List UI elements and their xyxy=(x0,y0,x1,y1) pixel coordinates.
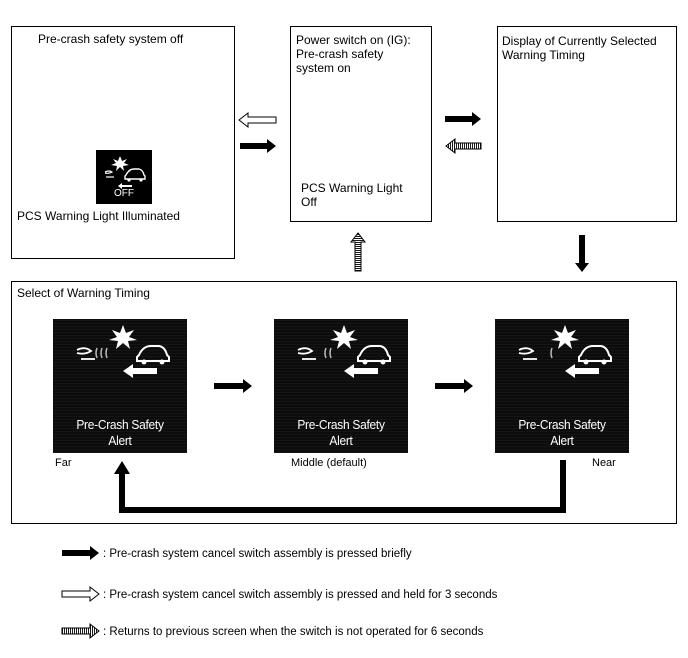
pcs-off-box xyxy=(11,26,235,259)
pcs-off-label: OFF xyxy=(114,188,134,199)
arrow-solid-middle-near xyxy=(435,379,473,393)
screen-middle-alert-text: Pre-Crash Safety Alert xyxy=(297,417,385,448)
pcs-on-title: Power switch on (IG): Pre-crash safety s… xyxy=(296,33,411,75)
screen-near-alert-text: Pre-Crash Safety Alert xyxy=(518,417,606,448)
pcs-on-box xyxy=(290,26,432,222)
select-timing-title: Select of Warning Timing xyxy=(17,286,150,300)
screen-near: Pre-Crash Safety Alert xyxy=(495,319,629,453)
display-timing-box xyxy=(497,26,677,222)
arrow-solid-right-off-on xyxy=(240,139,276,153)
caption-middle: Middle (default) xyxy=(291,457,367,469)
pcs-off-title: Pre-crash safety system off xyxy=(38,32,184,46)
legend-hatched-text: : Returns to previous screen when the sw… xyxy=(103,626,484,638)
arrow-hollow-left xyxy=(238,111,277,129)
legend-arrow-solid-icon xyxy=(62,546,99,560)
pcs-off-warning-light-icon: OFF xyxy=(96,150,152,204)
arrow-solid-down-display-select xyxy=(575,235,589,272)
arrow-return-head xyxy=(114,461,130,474)
display-timing-title: Display of Currently Selected Warning Ti… xyxy=(502,34,657,62)
legend-arrow-hollow-icon xyxy=(61,585,100,603)
arrow-hatched-left-display-on xyxy=(445,137,482,155)
legend-hollow-text: : Pre-crash system cancel switch assembl… xyxy=(103,589,498,601)
screen-middle: Pre-Crash Safety Alert xyxy=(274,319,408,453)
arrow-return-near-far xyxy=(119,460,566,513)
screen-far: Pre-Crash Safety Alert xyxy=(53,319,187,453)
pcs-on-warning-text: PCS Warning Light Off xyxy=(301,181,403,209)
arrow-hatched-up-select-on xyxy=(349,232,367,272)
caption-far: Far xyxy=(55,457,72,469)
legend-arrow-hatched-icon xyxy=(61,622,100,640)
caption-near: Near xyxy=(592,457,616,469)
arrow-solid-right-on-display xyxy=(445,112,481,126)
arrow-solid-far-middle xyxy=(214,379,252,393)
pcs-off-warning-text: PCS Warning Light Illuminated xyxy=(17,209,180,223)
screen-far-alert-text: Pre-Crash Safety Alert xyxy=(76,417,164,448)
legend-solid-text: : Pre-crash system cancel switch assembl… xyxy=(103,548,412,560)
